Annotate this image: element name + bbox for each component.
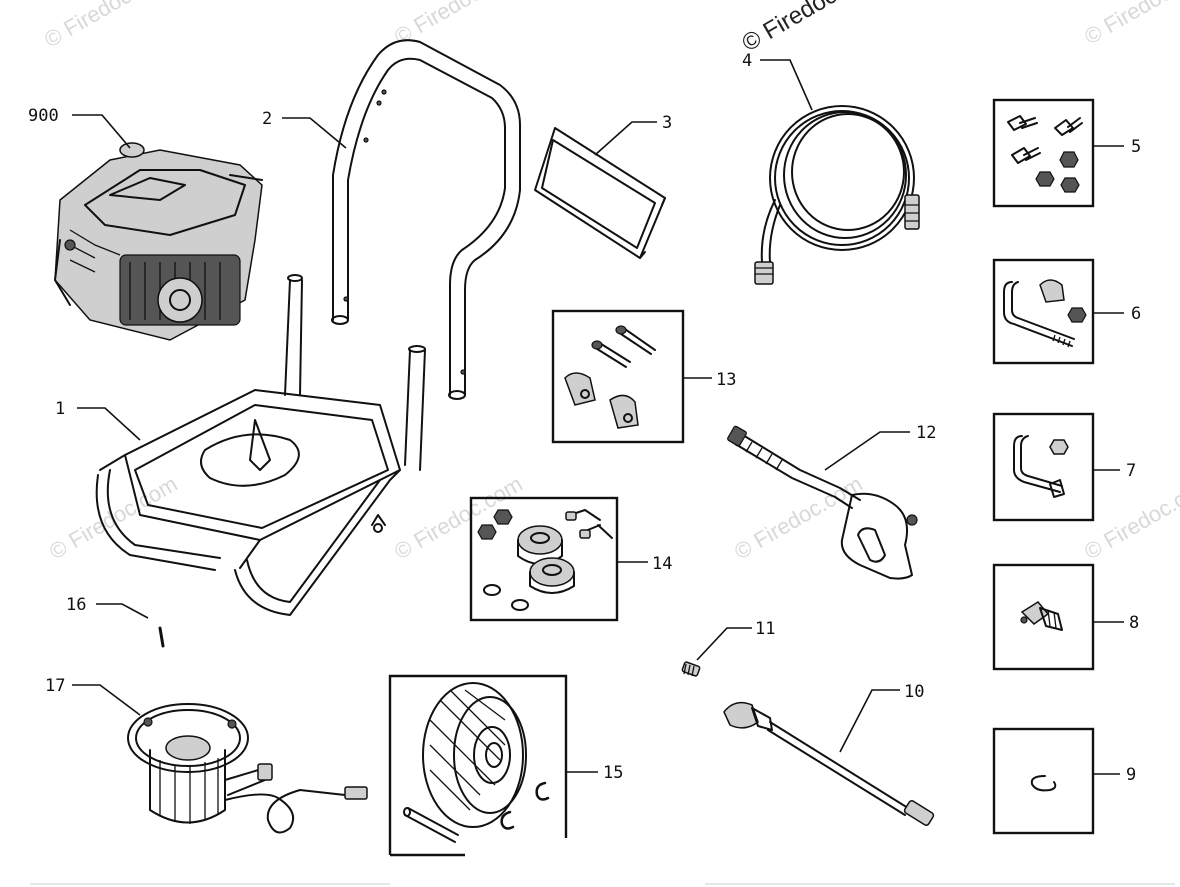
part-8-fitting — [992, 563, 1095, 671]
part-3-panel — [534, 127, 666, 259]
leader-900 — [72, 114, 131, 149]
watermark-3: © Firedoc.com — [1080, 0, 1180, 49]
leader-1 — [77, 407, 141, 441]
callout-9: 9 — [1126, 765, 1136, 785]
part-900-engine — [54, 142, 263, 341]
watermark-2: © Firedoc.com — [390, 0, 527, 49]
callout-11: 11 — [755, 619, 775, 639]
leader-3 — [594, 121, 657, 156]
part-10-wand — [723, 701, 935, 826]
leader-17 — [72, 684, 141, 716]
callout-17: 17 — [45, 676, 65, 696]
part-13-hardware — [551, 309, 685, 444]
part-4-hose — [754, 105, 920, 285]
part-14-hardware — [469, 496, 619, 622]
part-1-frame — [95, 274, 426, 616]
part-2-handle — [331, 39, 521, 400]
callout-13: 13 — [716, 370, 736, 390]
watermark-1: © Firedoc.com — [40, 0, 177, 52]
callout-12: 12 — [916, 423, 936, 443]
leader-12 — [824, 431, 910, 471]
callout-2: 2 — [262, 109, 272, 129]
leader-4 — [760, 59, 813, 111]
callout-10: 10 — [904, 682, 924, 702]
callout-15: 15 — [603, 763, 623, 783]
callout-7: 7 — [1126, 461, 1136, 481]
part-15-wheel — [388, 674, 568, 857]
watermark-7: © Firedoc.com — [1080, 471, 1180, 564]
leader-2 — [282, 117, 347, 149]
leader-16 — [96, 603, 149, 619]
callout-1: 1 — [55, 399, 65, 419]
watermark-top: © Firedoc — [738, 0, 842, 57]
part-17-pump — [127, 703, 368, 834]
part-12-spray-gun — [727, 425, 918, 580]
callout-4: 4 — [742, 51, 752, 71]
part-11-fitting — [681, 661, 701, 677]
callout-3: 3 — [662, 113, 672, 133]
part-5-hardware — [992, 98, 1095, 208]
leader-10 — [839, 689, 900, 753]
callout-900: 900 — [28, 106, 59, 126]
callout-16: 16 — [66, 595, 86, 615]
part-9-clip — [992, 727, 1095, 835]
part-16-pin — [158, 626, 165, 648]
part-6-hardware — [992, 258, 1095, 365]
part-7-hardware — [992, 412, 1095, 522]
callout-8: 8 — [1129, 613, 1139, 633]
callout-6: 6 — [1131, 304, 1141, 324]
callout-14: 14 — [652, 554, 672, 574]
callout-5: 5 — [1131, 137, 1141, 157]
leader-11 — [696, 627, 752, 661]
